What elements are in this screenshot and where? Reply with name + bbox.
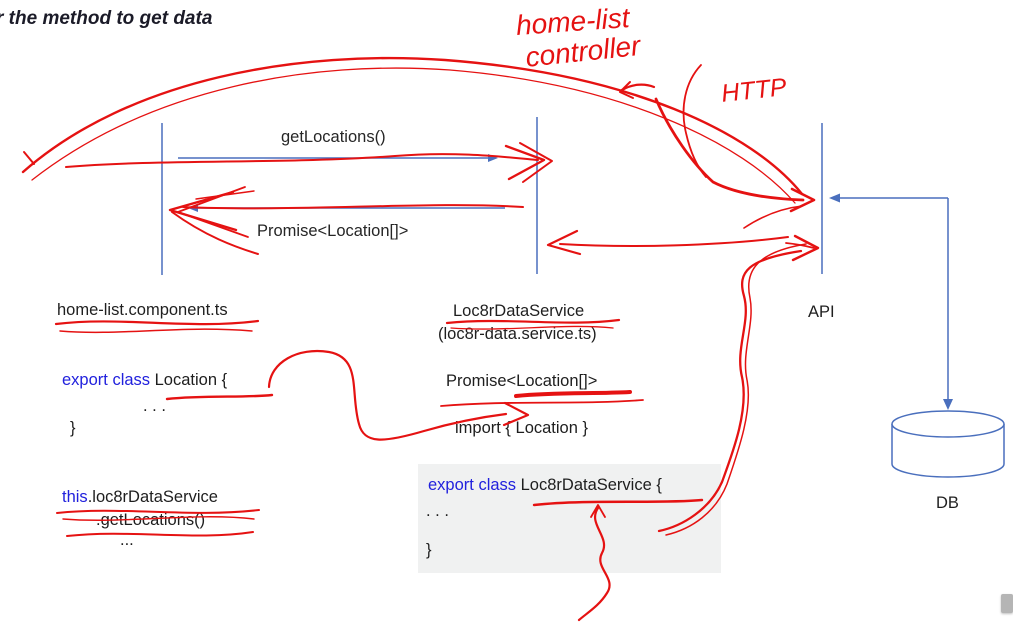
connector-down-arrowhead: [943, 399, 953, 410]
service-class-close-brace: }: [426, 541, 432, 559]
import-statement: import { Location }: [455, 419, 588, 437]
location-class-declaration: export class Location {: [62, 371, 227, 390]
return-message-label: Promise<Location[]>: [257, 222, 409, 240]
red-controller-hook-arrow: [619, 81, 816, 229]
red-underline-promise: [440, 390, 644, 407]
service-class-body-dots: . . .: [426, 502, 449, 520]
handwritten-http: HTTP: [720, 73, 788, 108]
red-underline-location: [165, 393, 274, 401]
return-arrowhead: [188, 204, 198, 212]
this-call-line2: .getLocations(): [96, 511, 206, 529]
service-property-name: .loc8rDataService: [87, 488, 218, 506]
component-file-label: home-list.component.ts: [57, 301, 228, 319]
scrollbar-thumb[interactable]: [1001, 594, 1013, 613]
export-class-keyword: export class: [62, 371, 155, 389]
export-class-keyword-2: export class: [428, 476, 521, 494]
this-call-line1: this.loc8rDataService: [62, 488, 218, 507]
red-big-arc: [21, 56, 804, 204]
slide-title: r the method to get data: [0, 8, 213, 29]
database-icon: [891, 410, 1005, 478]
db-label: DB: [936, 494, 959, 512]
api-label: API: [808, 303, 835, 321]
connector-left-arrowhead: [829, 193, 840, 203]
service-name-label: Loc8rDataService: [453, 302, 585, 320]
promise-type-text: Promise<Location[]>: [446, 372, 598, 390]
red-call-arrow: [65, 142, 553, 183]
red-underline-component-file: [54, 319, 260, 334]
location-class-name: Location {: [154, 371, 228, 389]
service-file-label: (loc8r-data.service.ts): [438, 325, 597, 343]
red-http-swoosh: [682, 64, 707, 178]
red-return-arrow: [168, 186, 524, 255]
location-class-close-brace: }: [70, 419, 76, 437]
this-call-dots: ...: [120, 531, 134, 549]
service-class-name: Loc8rDataService {: [520, 476, 662, 494]
this-keyword: this: [62, 488, 88, 506]
call-message-label: getLocations(): [281, 128, 386, 146]
location-class-body-dots: . . .: [143, 397, 166, 415]
red-underline-getlocations: [66, 531, 254, 537]
call-arrowhead: [488, 154, 498, 162]
red-api-return-arrow: [546, 229, 789, 256]
service-class-declaration: export class Loc8rDataService {: [428, 476, 662, 495]
